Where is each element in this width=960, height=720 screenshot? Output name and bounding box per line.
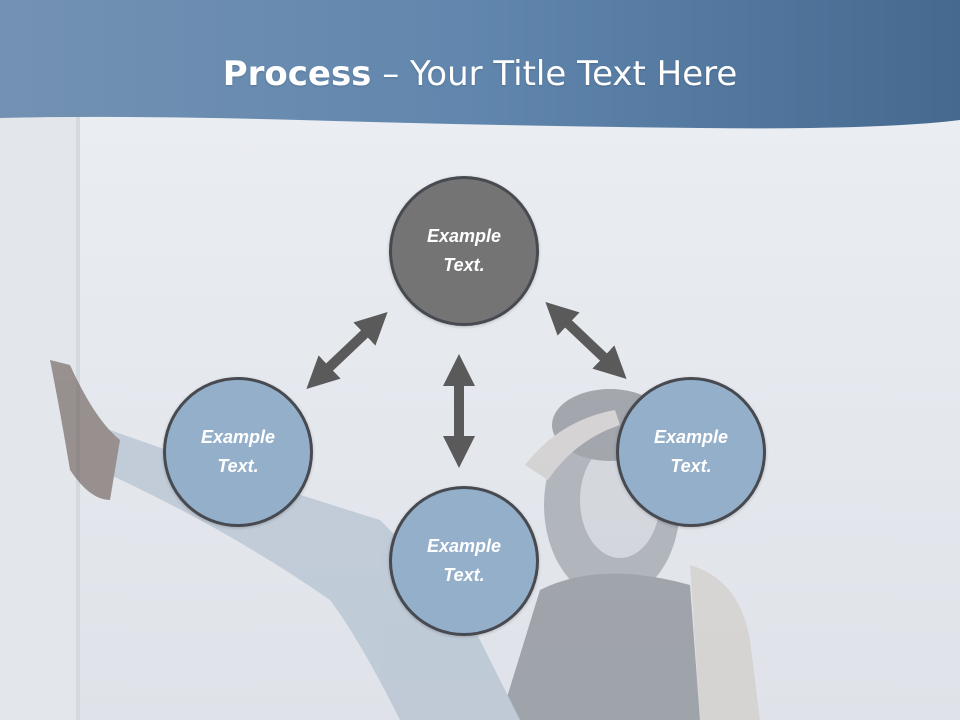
node-top-label: Example Text. bbox=[426, 226, 502, 275]
process-node-left[interactable]: Example Text. bbox=[163, 377, 313, 527]
arrow-top-right bbox=[545, 301, 627, 380]
process-node-bottom[interactable]: Example Text. bbox=[389, 486, 539, 636]
node-right-label: Example Text. bbox=[653, 427, 729, 476]
title-bold: Process bbox=[222, 54, 372, 94]
node-bottom-label: Example Text. bbox=[426, 536, 502, 585]
process-node-right[interactable]: Example Text. bbox=[616, 377, 766, 527]
node-left-label: Example Text. bbox=[200, 427, 276, 476]
arrow-top-left bbox=[306, 311, 388, 390]
process-node-top[interactable]: Example Text. bbox=[389, 176, 539, 326]
title-rest: – Your Title Text Here bbox=[371, 54, 738, 94]
slide-title: Process – Your Title Text Here bbox=[0, 52, 960, 96]
